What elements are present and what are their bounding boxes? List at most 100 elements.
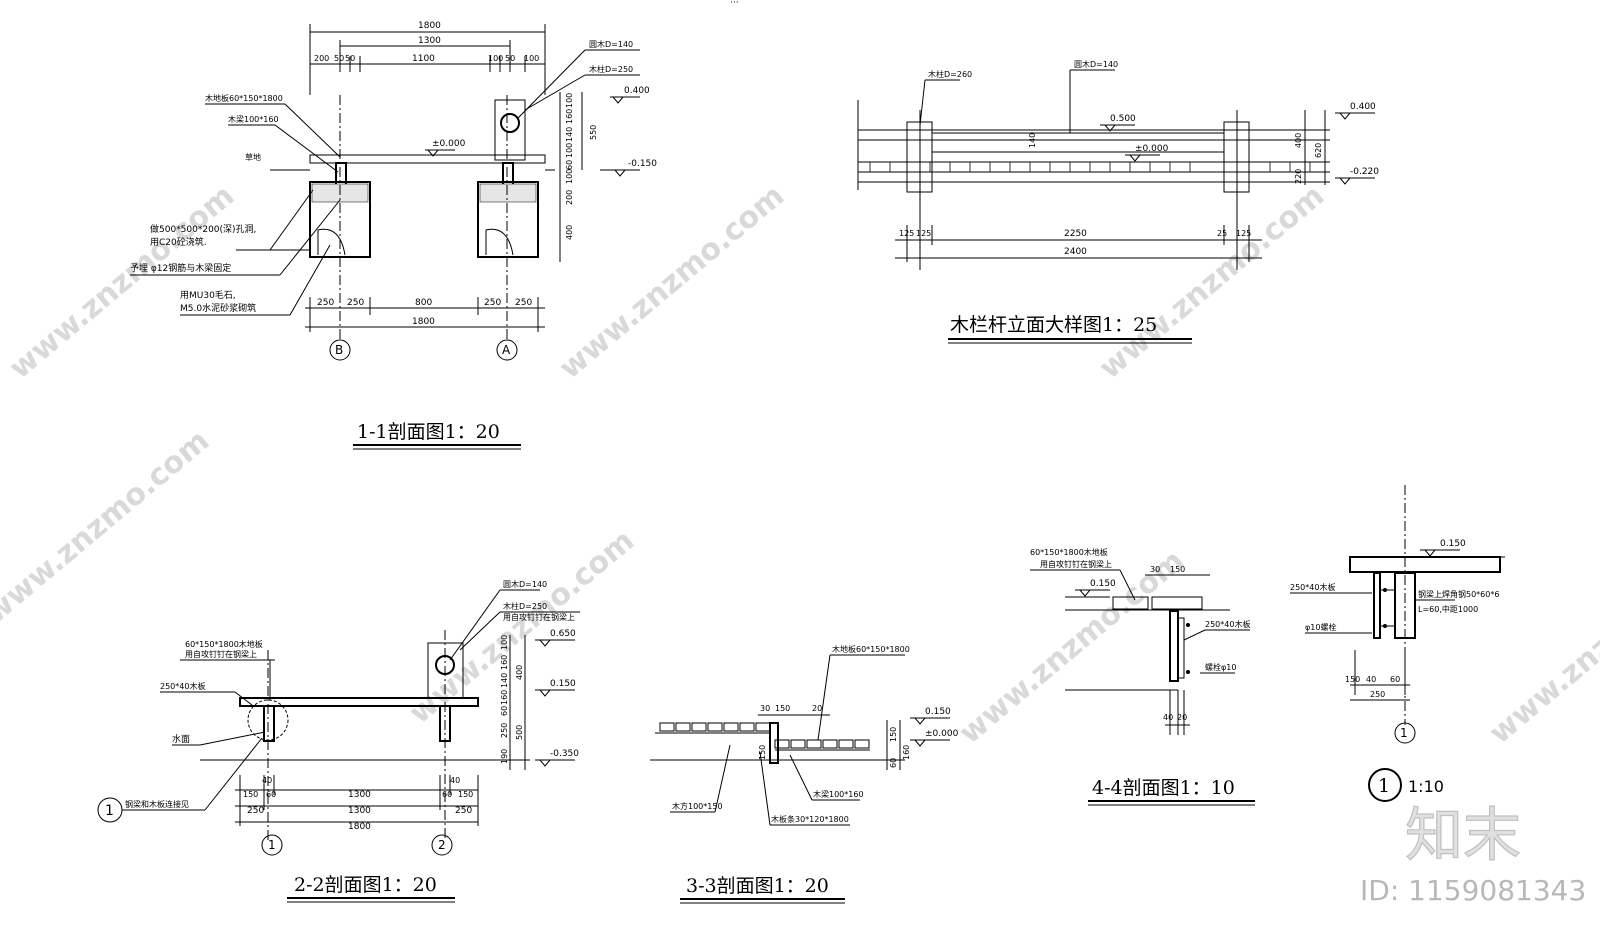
- dim-label: 1800: [348, 822, 371, 832]
- dim-label: 30: [760, 704, 770, 713]
- dim-label: 60: [889, 758, 898, 768]
- callout-label: 用自攻钉钉在钢梁上: [1040, 559, 1112, 569]
- dim-label: 400: [1294, 133, 1303, 148]
- callout-label: 草地: [245, 152, 261, 162]
- callout-label: 圆木D=140: [503, 579, 547, 589]
- dim-label: 200: [565, 190, 574, 205]
- callout-label: 木柱D=260: [928, 69, 972, 79]
- dim-label: 2250: [1064, 229, 1087, 239]
- callout-label: 木地板60*150*1800: [205, 93, 283, 103]
- dim-label: 40: [1366, 675, 1376, 684]
- callout-label: 予埋 φ12钢筋与木梁固定: [130, 262, 231, 274]
- dim-label: 160: [902, 745, 911, 760]
- dim-label: 220: [1294, 169, 1303, 184]
- callout-label: 螺栓φ10: [1205, 662, 1236, 672]
- section-title: 4-4剖面图1：10: [1092, 777, 1235, 799]
- dim-label: 150: [1345, 675, 1360, 684]
- dim-label: 50: [334, 54, 344, 63]
- watermark-text: www.znzmo.com: [553, 178, 791, 386]
- level-mark: 0.400: [624, 86, 650, 96]
- dim-label: 40: [262, 776, 272, 785]
- dim-label: 100: [565, 143, 574, 158]
- section-3-3: 30 150 20 150 150 60 160 0.150 ±0.000 木地…: [650, 644, 959, 904]
- axis-b: B: [335, 343, 343, 357]
- dim-label: 250: [515, 298, 532, 308]
- dim-label: 1300: [348, 806, 371, 816]
- callout-label: 60*150*1800木地板: [1030, 547, 1108, 557]
- callout-label: 木板条30*120*1800: [771, 814, 849, 824]
- dim-label: 190: [500, 749, 509, 764]
- dim-label: 550: [589, 125, 598, 140]
- callout-label: 钢梁上焊角钢50*60*6: [1418, 589, 1499, 599]
- dim-label: 400: [565, 225, 574, 240]
- callout-label: 木梁100*160: [228, 114, 279, 124]
- callout-label: 木柱D=250: [503, 601, 547, 611]
- callout-label: 圆木D=140: [589, 39, 633, 49]
- dim-label: 100: [524, 54, 539, 63]
- dim-label: 250: [500, 723, 509, 738]
- level-mark: 0.400: [1350, 102, 1376, 112]
- level-mark: ±0.000: [432, 139, 466, 149]
- callout-label: 用C20砼浇筑.: [150, 236, 207, 248]
- dim-label: 150: [889, 727, 898, 742]
- axis-a: A: [502, 343, 511, 357]
- dim-label: 620: [1314, 143, 1323, 158]
- dim-label: 800: [415, 298, 432, 308]
- level-mark: 0.650: [550, 629, 576, 639]
- callout-label: L=60,中距1000: [1418, 604, 1478, 614]
- callout-label: 250*40木板: [1205, 619, 1250, 629]
- callout-label: 用MU30毛石,: [180, 289, 236, 301]
- section-1-1: 1800 1300 200 50 50 1100 100 50 100 B A: [130, 21, 657, 450]
- image-id: ID: 1159081343: [1360, 874, 1586, 907]
- dim-label: 50: [345, 54, 355, 63]
- level-mark: -0.220: [1350, 167, 1379, 177]
- callout-label: φ10螺栓: [1305, 622, 1336, 632]
- callout-label: 60*150*1800木地板: [185, 639, 263, 649]
- callout-label: 用自攻钉钉在钢梁上: [185, 649, 257, 659]
- dim-label: 50: [505, 54, 515, 63]
- level-mark: 0.500: [1110, 114, 1136, 124]
- watermark-text: www.znzmo.com: [403, 523, 641, 731]
- dim-label: 100: [500, 635, 509, 650]
- level-mark: 0.150: [1090, 579, 1116, 589]
- callout-label: 用自攻钉钉在钢梁上: [503, 612, 575, 622]
- detail-1: 150 40 60 250 1 0.150 250*40木板 钢梁上焊角钢50*…: [1290, 485, 1505, 802]
- dim-label: 60: [500, 706, 509, 716]
- section-4-4: 40 20 30 150 0.150 60*150*1800木地板 用自攻钉钉在…: [1030, 547, 1255, 806]
- level-mark: -0.150: [628, 159, 657, 169]
- level-mark: ±0.000: [925, 729, 959, 739]
- level-mark: -0.350: [550, 749, 579, 759]
- watermark-text: www.znzmo.com: [1483, 543, 1600, 751]
- callout-label: M5.0水泥砂浆砌筑: [180, 302, 256, 314]
- dim-label: 160: [565, 109, 574, 124]
- dim-label: 60: [565, 160, 574, 170]
- dim-label: 250: [1370, 690, 1385, 699]
- dim-label: 60: [1390, 675, 1400, 684]
- dim-label: 1800: [412, 317, 435, 327]
- dim-1800: 1800: [418, 21, 441, 31]
- dim-label: 250: [347, 298, 364, 308]
- section-title: 木栏杆立面大样图1：25: [950, 314, 1157, 336]
- callout-label: 木柱D=250: [589, 64, 633, 74]
- dim-label: 250: [484, 298, 501, 308]
- dim-label: 40: [1163, 713, 1173, 722]
- dim-label: 40: [450, 776, 460, 785]
- level-mark: ±0.000: [1135, 144, 1169, 154]
- detail-reference: 1: [105, 803, 114, 819]
- dim-label: 150: [758, 745, 767, 760]
- dim-label: 250: [247, 806, 264, 816]
- dim-label: 140: [1028, 133, 1037, 148]
- dim-label: 2400: [1064, 247, 1087, 257]
- watermark-text: www.znzmo.com: [953, 543, 1191, 751]
- watermark-layer: www.znzmo.com www.znzmo.com www.znzmo.co…: [0, 178, 1600, 751]
- axis-2: 2: [438, 838, 446, 852]
- axis-1: 1: [1400, 726, 1408, 740]
- watermark-text: www.znzmo.com: [3, 178, 241, 386]
- callout-label: 木地板60*150*1800: [832, 644, 910, 654]
- dim-label: 20: [812, 704, 822, 713]
- callout-label: 做500*500*200(深)孔洞,: [150, 223, 256, 235]
- axis-1: 1: [268, 838, 276, 852]
- callout-label: 250*40木板: [1290, 582, 1335, 592]
- section-railing: 125 125 2250 25 125 2400 140 400 220 620…: [857, 59, 1379, 344]
